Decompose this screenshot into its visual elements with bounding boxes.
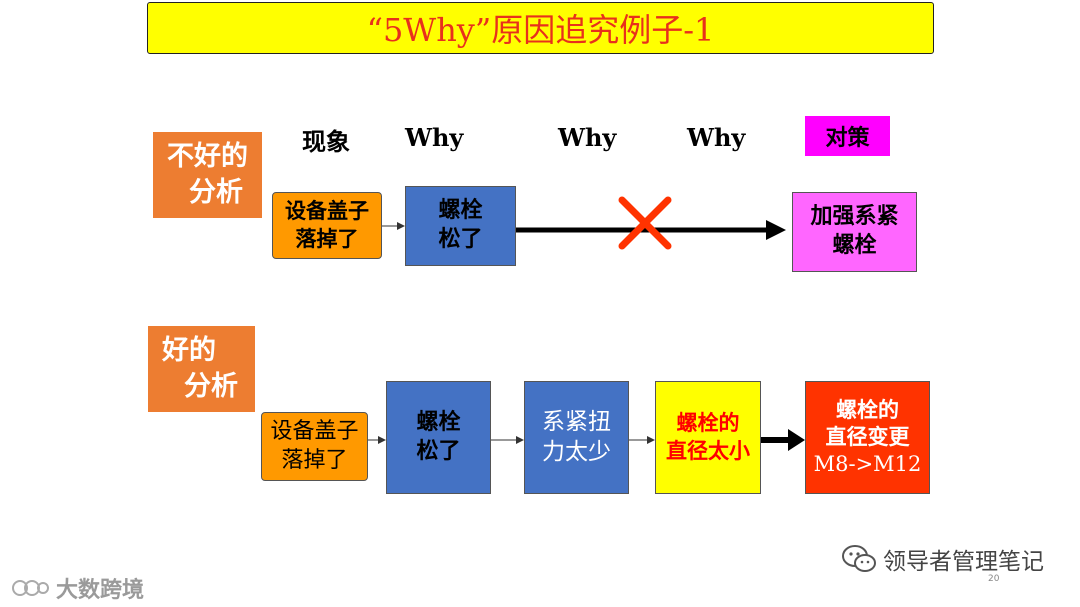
- good-why1-box: 螺栓 松了: [386, 381, 491, 494]
- good-phenomenon-line2: 落掉了: [281, 447, 348, 473]
- column-header-why-3: Why: [687, 123, 746, 152]
- bad-phenomenon-line2: 落掉了: [295, 226, 359, 251]
- wechat-watermark: 领导者管理笔记: [841, 542, 1044, 576]
- bad-analysis-label-line2: 分析: [189, 177, 243, 208]
- good-why1-line2: 松了: [416, 438, 461, 464]
- bad-phenomenon-line1: 设备盖子: [285, 199, 369, 224]
- good-why2-line1: 系紧扭: [542, 408, 611, 435]
- good-phenomenon-line1: 设备盖子: [270, 418, 359, 444]
- bad-countermeasure-line1: 加强系紧: [810, 204, 899, 230]
- wechat-account-name: 领导者管理笔记: [883, 549, 1044, 575]
- left-watermark-text: 大数跨境: [56, 578, 145, 603]
- good-why3-box: 螺栓的 直径太小: [655, 381, 761, 494]
- good-arrow-why3-to-countermeasure-head: [788, 429, 805, 451]
- good-why2-line2: 力太少: [542, 438, 611, 465]
- good-phenomenon-box: 设备盖子 落掉了: [261, 412, 368, 481]
- cross-icon: [618, 196, 672, 250]
- good-analysis-label-line2: 分析: [184, 371, 238, 402]
- page-number: 20: [988, 574, 1000, 584]
- wechat-icon: [842, 545, 876, 572]
- good-countermeasure-line3: M8->M12: [813, 452, 922, 477]
- bad-why-line2: 松了: [438, 227, 483, 252]
- left-watermark: 大数跨境: [10, 572, 144, 604]
- bad-analysis-label-line1: 不好的: [167, 141, 248, 172]
- good-why2-box: 系紧扭 力太少: [524, 381, 629, 494]
- good-why3-line2: 直径太小: [666, 438, 750, 463]
- good-analysis-label: 好的 分析: [148, 326, 255, 412]
- bad-countermeasure-box: 加强系紧 螺栓: [792, 192, 917, 272]
- bad-long-arrow-head: [766, 220, 786, 240]
- slide-title: “5Why”原因追究例子-1: [147, 2, 934, 54]
- good-countermeasure-line1: 螺栓的: [836, 397, 899, 422]
- good-analysis-label-line1: 好的: [162, 335, 216, 366]
- column-header-why-1: Why: [405, 123, 464, 152]
- good-why1-line1: 螺栓: [416, 409, 461, 435]
- good-countermeasure-line2: 直径变更: [825, 424, 910, 449]
- good-why3-line1: 螺栓的: [676, 411, 740, 436]
- column-header-why-2: Why: [558, 123, 617, 152]
- bad-why-box: 螺栓 松了: [405, 186, 516, 266]
- bad-analysis-label: 不好的 分析: [153, 132, 262, 218]
- bad-countermeasure-line2: 螺栓: [832, 233, 877, 258]
- column-header-phenomenon: 现象: [302, 128, 350, 156]
- good-countermeasure-box: 螺栓的 直径变更 M8->M12: [805, 381, 930, 494]
- bad-phenomenon-box: 设备盖子 落掉了: [272, 192, 382, 259]
- bad-why-line1: 螺栓: [438, 198, 483, 224]
- column-header-countermeasure: 对策: [805, 116, 890, 156]
- logo-icon: [12, 580, 49, 596]
